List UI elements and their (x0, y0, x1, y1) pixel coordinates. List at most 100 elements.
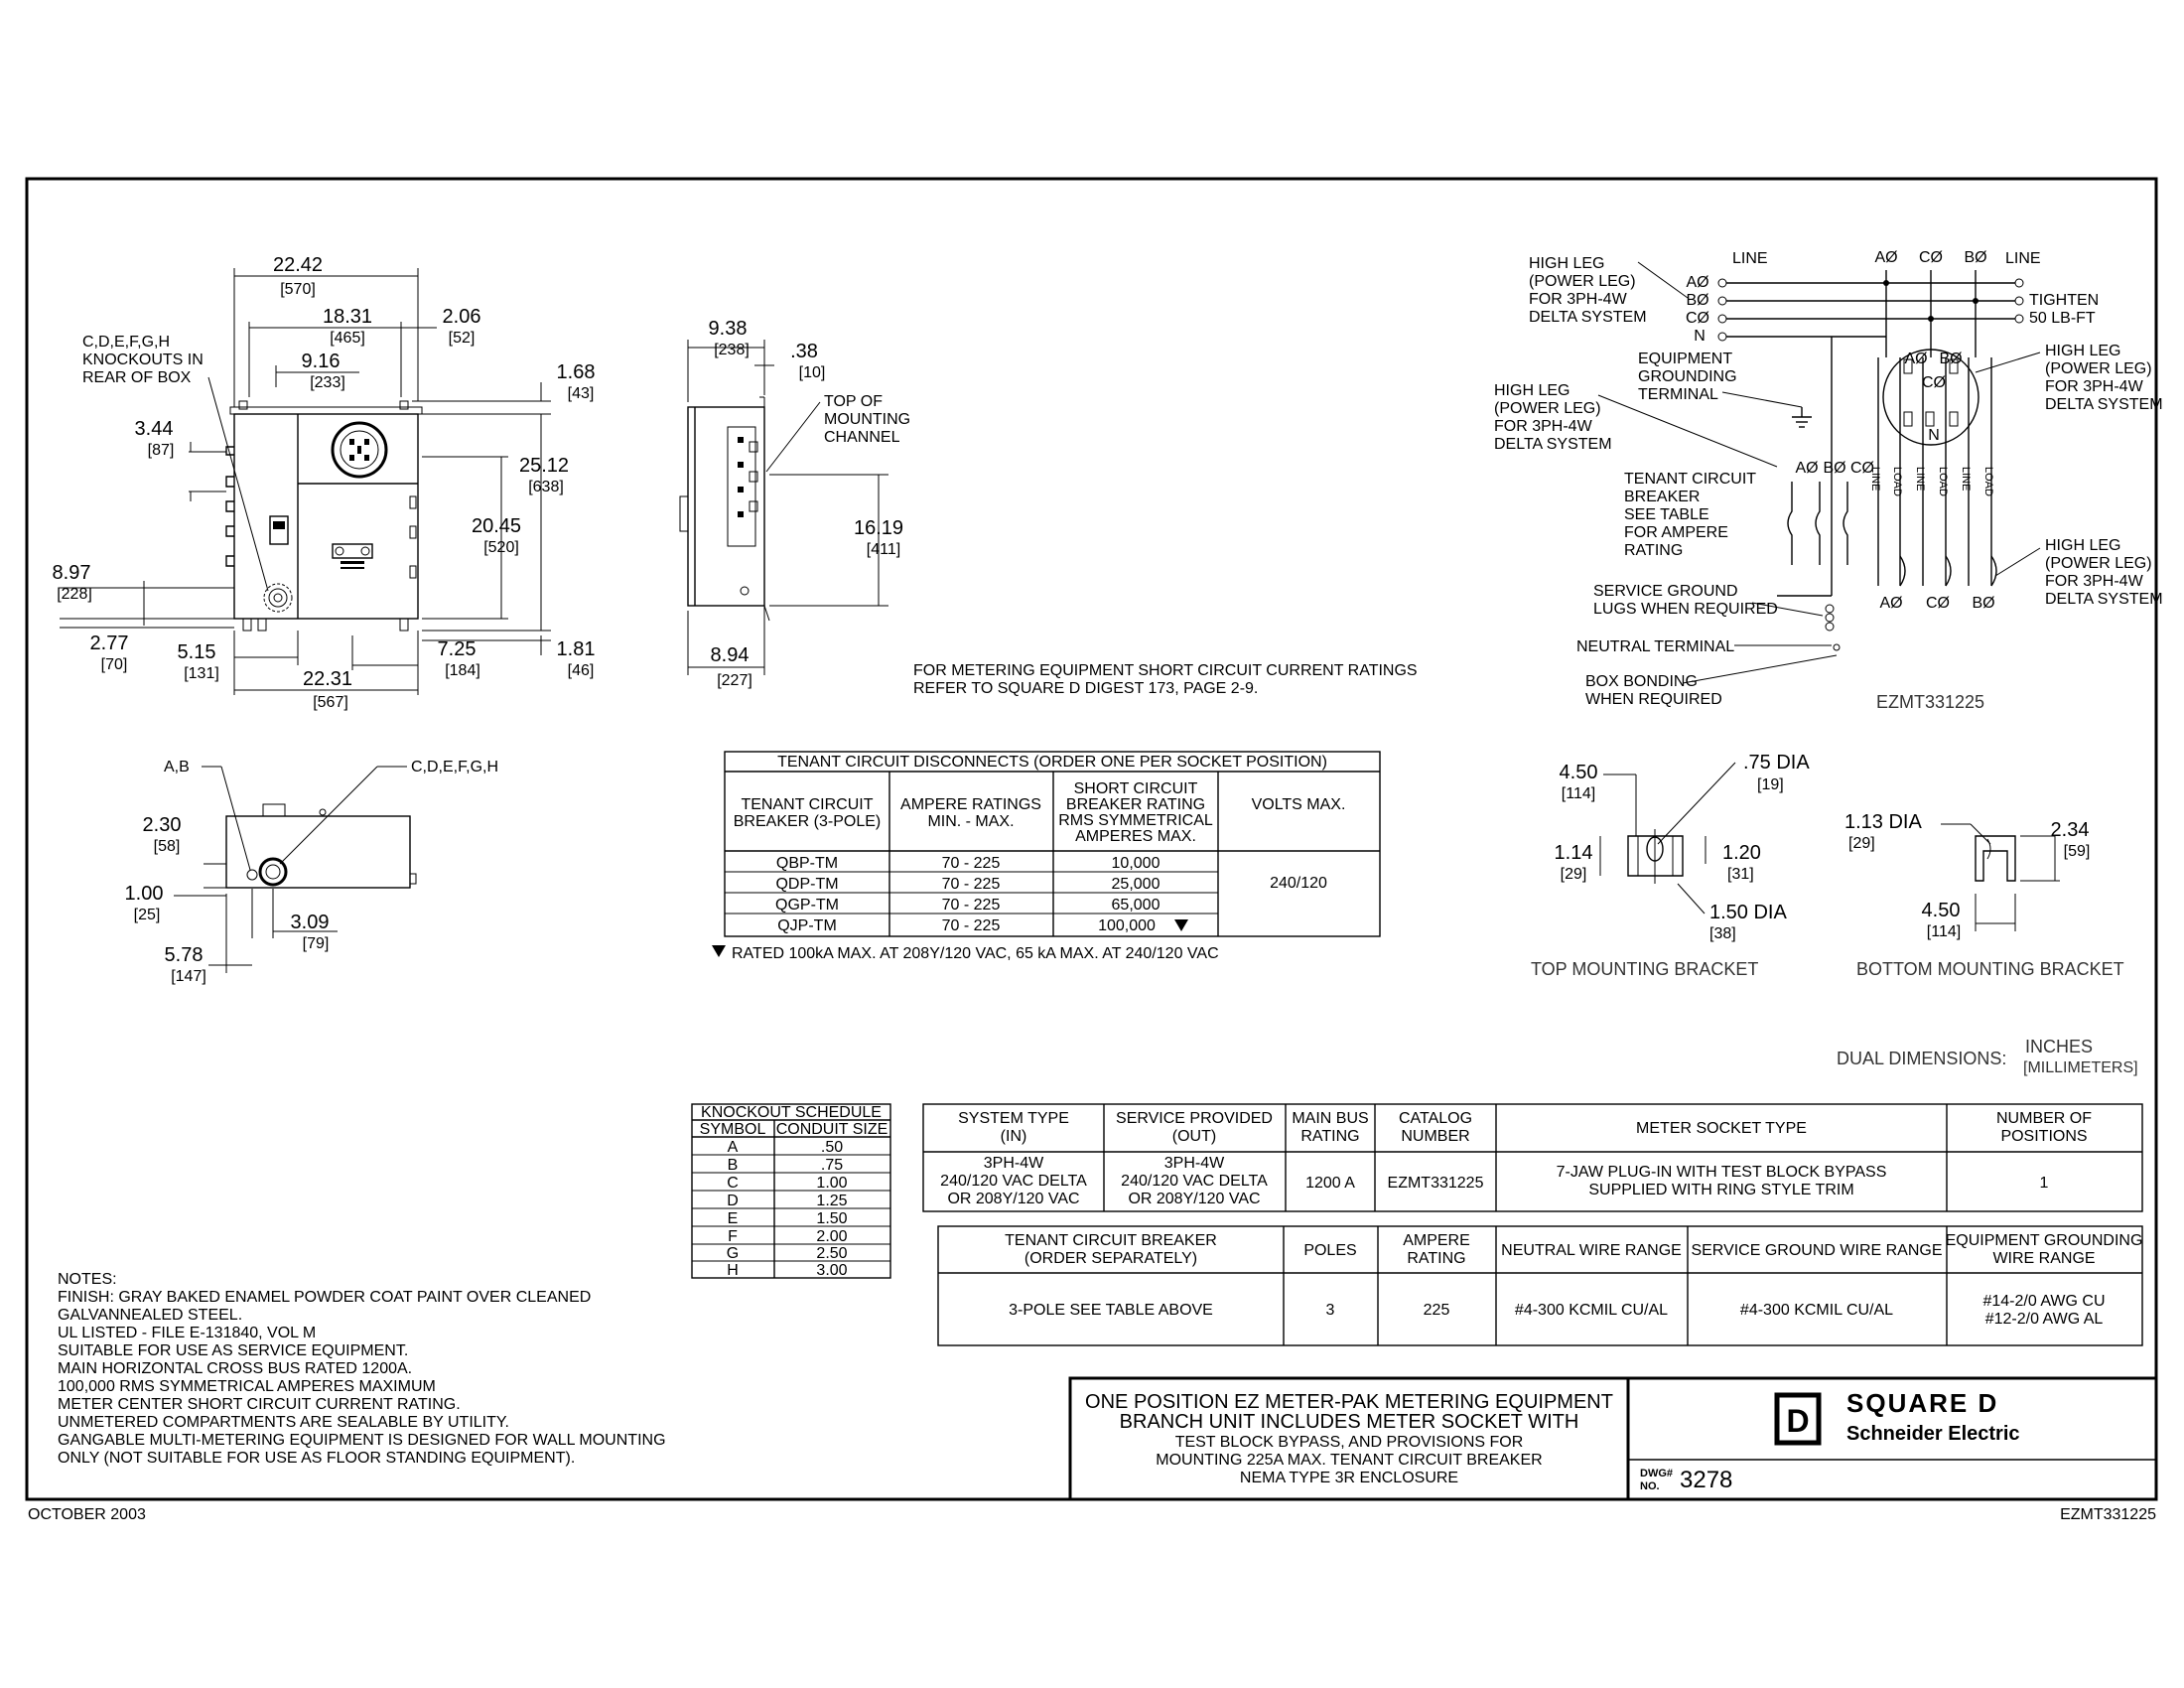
left-phase-n: N (1694, 328, 1706, 345)
high-leg-4-a: HIGH LEG (2045, 537, 2120, 554)
bot-phase-b: BØ (1972, 595, 1994, 612)
dim-8-94-mm: [227] (717, 672, 752, 689)
sp2-h-ampere-2: RATING (1407, 1250, 1465, 1267)
sp1-service-3: OR 208Y/120 VAC (1128, 1191, 1260, 1207)
sp2-h-poles: POLES (1303, 1242, 1356, 1259)
dim-3-44-mm: [87] (148, 442, 175, 459)
brk-phase-b: BØ (1823, 460, 1845, 477)
table-row: C 1.00 (727, 1175, 847, 1192)
meter-icon (1882, 349, 1979, 446)
disc-h-sc-2: BREAKER RATING (1066, 796, 1205, 813)
tb-dim-1-20: 1.20 (1722, 842, 1761, 864)
brk-phase-a: AØ (1795, 460, 1818, 477)
disc-r4-range: 70 - 225 (942, 917, 1001, 934)
disc-r3-breaker: QGP-TM (775, 897, 839, 914)
tighten-2: 50 LB-FT (2029, 310, 2096, 327)
title-line-4: MOUNTING 225A MAX. TENANT CIRCUIT BREAKE… (1156, 1452, 1542, 1469)
table-row: QJP-TM 70 - 225 100,000 (777, 917, 1188, 934)
disconnects-title: TENANT CIRCUIT DISCONNECTS (ORDER ONE PE… (777, 754, 1327, 771)
label-cdefgh: C,D,E,F,G,H (411, 759, 498, 775)
bb-dim-2-34: 2.34 (2051, 819, 2090, 841)
ko-h-size: CONDUIT SIZE (776, 1121, 888, 1138)
ko-h-symbol: SYMBOL (700, 1121, 766, 1138)
top-phase-c: CØ (1919, 249, 1943, 266)
ground-icon (1792, 407, 1812, 428)
notes-heading: NOTES: (58, 1271, 117, 1288)
square-d-logo: D (1774, 1392, 1822, 1446)
ko-h-sym: H (727, 1262, 739, 1279)
sp2-h-service: SERVICE GROUND WIRE RANGE (1691, 1242, 1942, 1259)
table-row: B.75 (728, 1157, 844, 1174)
dim-25-12: 25.12 (519, 455, 569, 477)
dim-25-12-mm: [638] (528, 479, 564, 495)
ko-f-size: 2.00 (816, 1228, 847, 1245)
note-line-9: GANGABLE MULTI-METERING EQUIPMENT IS DES… (58, 1432, 666, 1449)
breaker-icon (1787, 482, 1848, 565)
bb-dia-1-13-mm: [29] (1848, 835, 1875, 852)
disc-r2-breaker: QDP-TM (775, 876, 838, 893)
dim-9-38: 9.38 (709, 318, 748, 340)
meter-phase-c: CØ (1922, 374, 1946, 391)
side-view: 9.38 [238] .38 [10] TOP OF MOUNTING CHAN… (679, 318, 910, 689)
note-line-7: METER CENTER SHORT CIRCUIT CURRENT RATIN… (58, 1396, 461, 1413)
title-line-3: TEST BLOCK BYPASS, AND PROVISIONS FOR (1175, 1434, 1524, 1451)
service-ground-1: SERVICE GROUND (1593, 583, 1738, 600)
dual-dims-mm: [MILLIMETERS] (2023, 1059, 2138, 1076)
disc-footnote: RATED 100kA MAX. AT 208Y/120 VAC, 65 kA … (732, 945, 1219, 962)
term-load-1: LOAD (1891, 467, 1903, 496)
tb-dim-4-50: 4.50 (1560, 762, 1598, 783)
sp2-h-equip-1: EQUIPMENT GROUNDING (1946, 1232, 2143, 1249)
disc-r1-range: 70 - 225 (942, 855, 1001, 872)
bottom-view: A,B C,D,E,F,G,H 2.30 [58] 1.00 [25] 3.09… (125, 759, 498, 985)
left-phase-a: AØ (1686, 274, 1708, 291)
brand-name: SQUARE D (1846, 1388, 1998, 1418)
dim-0-38: .38 (790, 341, 818, 362)
table-row: QBP-TM 70 - 225 10,000 (776, 855, 1160, 872)
dim-1-00: 1.00 (125, 883, 164, 905)
term-load-2: LOAD (1937, 467, 1949, 496)
footnote-triangle-icon (712, 945, 726, 957)
disc-h-breaker-2: BREAKER (3-POLE) (734, 813, 881, 830)
knockout-cluster-icon (263, 583, 293, 613)
note-line-3: UL LISTED - FILE E-131840, VOL M (58, 1325, 316, 1341)
high-leg-4-c: FOR 3PH-4W (2045, 573, 2144, 590)
sp2-ampere: 225 (1424, 1302, 1450, 1319)
dim-2-30: 2.30 (143, 814, 182, 836)
dim-2-06: 2.06 (443, 306, 481, 328)
high-leg-3-d: DELTA SYSTEM (2045, 396, 2163, 413)
tb-dia-0-75: .75 DIA (1743, 752, 1810, 774)
wiring-schematic: LINE AØ CØ BØ LINE AØ BØ CØ N HIGH LEG (… (1494, 249, 2163, 712)
ko-b-size: .75 (821, 1157, 843, 1174)
high-leg-1-d: DELTA SYSTEM (1529, 309, 1647, 326)
high-leg-1-b: (POWER LEG) (1529, 273, 1636, 290)
dim-22-42-mm: [570] (280, 281, 316, 298)
bot-phase-a: AØ (1879, 595, 1902, 612)
top-mounting-bracket: 4.50 [114] .75 DIA [19] 1.14 [29] 1.20 [… (1531, 752, 1810, 979)
equip-ground-1: EQUIPMENT (1638, 351, 1732, 367)
term-line-3: LINE (1960, 467, 1972, 491)
dim-5-78: 5.78 (165, 944, 204, 966)
title-line-1: ONE POSITION EZ METER-PAK METERING EQUIP… (1085, 1391, 1613, 1413)
brk-phase-c: CØ (1850, 460, 1874, 477)
bottom-knockout-icon (258, 857, 288, 887)
disc-h-sc-1: SHORT CIRCUIT (1074, 780, 1198, 797)
dim-7-25: 7.25 (438, 638, 477, 660)
top-phase-b: BØ (1964, 249, 1986, 266)
ko-c-size: 1.00 (816, 1175, 847, 1192)
ko-title: KNOCKOUT SCHEDULE (701, 1104, 882, 1121)
spec-table-breaker: TENANT CIRCUIT BREAKER (ORDER SEPARATELY… (937, 1225, 2143, 1346)
sp1-h-system-1: SYSTEM TYPE (958, 1110, 1069, 1127)
tenant-brk-2: BREAKER (1624, 489, 1700, 505)
line-label-right: LINE (2005, 250, 2041, 267)
dim-22-31-mm: [567] (313, 694, 348, 711)
high-leg-2-d: DELTA SYSTEM (1494, 436, 1612, 453)
disc-h-sc-4: AMPERES MAX. (1075, 828, 1196, 845)
sp2-equip-2: #12-2/0 AWG AL (1985, 1311, 2104, 1328)
note-line-6: 100,000 RMS SYMMETRICAL AMPERES MAXIMUM (58, 1378, 436, 1395)
ko-c-sym: C (727, 1175, 739, 1192)
note-line-8: UNMETERED COMPARTMENTS ARE SEALABLE BY U… (58, 1414, 509, 1431)
ko-e-size: 1.50 (816, 1210, 847, 1227)
ko-a-sym: A (728, 1139, 739, 1156)
